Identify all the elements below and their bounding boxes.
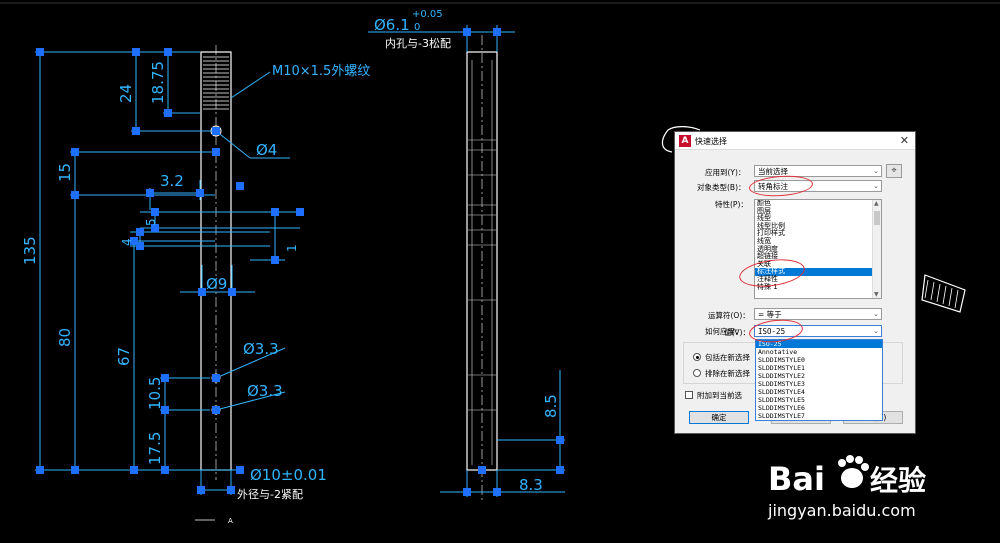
value-option[interactable]: SLDDIMSTYLE7	[758, 412, 805, 420]
apply-to-value: 当前选择	[758, 167, 788, 176]
dim-8-5: 8.5	[542, 394, 560, 418]
dim-15: 15	[56, 163, 74, 182]
value-current: ISO-25	[758, 327, 786, 336]
close-icon[interactable]: ✕	[899, 134, 909, 147]
outer-fit-note: 外径与-2紧配	[237, 488, 303, 501]
property-item[interactable]: 超链接	[757, 252, 778, 261]
value-option[interactable]: SLDDIMSTYLE0	[758, 356, 805, 364]
dim-5: 5	[144, 218, 158, 226]
property-item[interactable]: 线型	[757, 214, 771, 223]
dim-17-5: 17.5	[146, 432, 164, 465]
property-item[interactable]: 特殊 1	[757, 282, 778, 291]
property-item[interactable]: 注释性	[757, 274, 778, 283]
properties-label: 特性(P)：	[715, 200, 748, 209]
apply-to-select[interactable]: 当前选择 ⌄	[754, 165, 882, 177]
operator-value: = 等于	[758, 310, 782, 319]
dim-8-3: 8.3	[519, 476, 543, 494]
left-part-drawing[interactable]: 135 80 15 24 18.75 67 10.5 17.5 5 4 1 3.…	[21, 45, 370, 525]
chevron-down-icon: ⌄	[873, 182, 879, 190]
right-grip-handles	[463, 28, 564, 496]
append-label: 附加到当前选	[697, 391, 742, 400]
apply-to-label: 应用到(Y)：	[705, 168, 746, 177]
dim-10-5: 10.5	[146, 377, 164, 410]
chevron-down-icon: ⌄	[873, 327, 879, 335]
inner-fit-note: 内孔与-3松配	[385, 36, 451, 50]
property-item[interactable]: 图层	[757, 206, 771, 215]
left-dimension-lines	[35, 51, 300, 495]
property-item[interactable]: 打印样式	[757, 229, 785, 238]
right-part-drawing[interactable]: Ø6.1 +0.05 0 内孔与-3松配 8.5 8.3	[368, 9, 565, 500]
scroll-down-icon[interactable]: ▼	[874, 291, 879, 298]
object-type-label: 对象类型(B)：	[697, 183, 746, 192]
dim-24: 24	[117, 84, 135, 103]
value-option-selected[interactable]: ISO-25	[756, 340, 882, 348]
include-label: 包括在新选择	[705, 353, 750, 362]
dim-dia-3-3-upper: Ø3.3	[243, 340, 279, 358]
watermark-brand-cn: 经验	[870, 464, 926, 497]
tube-hatch	[468, 60, 496, 465]
properties-listbox[interactable]: 颜色 图层 线型 线型比例 打印样式 线宽 透明度 超链接 关联 标注样式 注释…	[754, 199, 882, 299]
value-option[interactable]: SLDDIMSTYLE5	[758, 396, 805, 404]
quick-select-dialog[interactable]: A 快速选择 ✕ 应用到(Y)： 当前选择 ⌄ ⌖ 对象类型(B)： 转角标注 …	[674, 131, 916, 434]
value-option[interactable]: SLDDIMSTYLE3	[758, 380, 805, 388]
view-label: A	[228, 517, 233, 525]
dim-dia-10-tol: Ø10±0.01	[250, 466, 327, 484]
background-3d-views	[661, 126, 966, 313]
property-item[interactable]: 颜色	[757, 199, 771, 207]
dim-67: 67	[115, 347, 133, 366]
dim-3-2: 3.2	[160, 172, 184, 190]
dialog-title: 快速选择	[695, 137, 727, 146]
how-apply-label: 如何应用：	[705, 327, 743, 336]
object-type-value: 转角标注	[758, 182, 788, 191]
include-radio[interactable]	[693, 353, 701, 361]
scroll-up-icon[interactable]: ▲	[874, 200, 879, 207]
left-grip-handles	[36, 48, 304, 494]
dim-dia-6-1: Ø6.1	[374, 16, 410, 34]
property-item[interactable]: 关联	[757, 259, 771, 268]
dim-tol-upper: +0.05	[412, 9, 443, 20]
append-checkbox[interactable]	[685, 391, 693, 399]
property-item[interactable]: 线宽	[757, 236, 771, 245]
dim-1: 1	[285, 244, 299, 252]
value-option[interactable]: SLDDIMSTYLE4	[758, 388, 805, 396]
chevron-down-icon: ⌄	[873, 310, 879, 318]
operator-label: 运算符(O)：	[708, 311, 750, 320]
highlight-object-type	[748, 173, 814, 199]
value-select[interactable]: ISO-25 ⌄	[754, 325, 882, 337]
dim-18-75: 18.75	[149, 61, 167, 104]
value-option[interactable]: SLDDIMSTYLE6	[758, 404, 805, 412]
value-option[interactable]: SLDDIMSTYLE2	[758, 372, 805, 380]
dim-4: 4	[120, 238, 134, 246]
dim-dia-9: Ø9	[206, 275, 227, 293]
watermark-url: jingyan.baidu.com	[767, 501, 916, 520]
chevron-down-icon: ⌄	[873, 167, 879, 175]
ok-button[interactable]: 确定	[689, 411, 749, 424]
value-option[interactable]: SLDDIMSTYLE1	[758, 364, 805, 372]
watermark-brand: Bai	[768, 460, 825, 498]
dim-dia-3-3-lower: Ø3.3	[247, 382, 283, 400]
dim-80: 80	[56, 328, 74, 347]
dim-135: 135	[21, 236, 39, 265]
exclude-label: 排除在新选择	[705, 369, 750, 378]
dim-dia-4: Ø4	[256, 141, 277, 159]
baidu-jingyan-watermark: Bai 经验 jingyan.baidu.com	[767, 455, 926, 520]
exclude-radio[interactable]	[693, 369, 701, 377]
property-item[interactable]: 透明度	[757, 244, 778, 253]
paw-icon	[838, 455, 869, 488]
select-objects-button[interactable]: ⌖	[886, 164, 902, 178]
value-option[interactable]: Annotative	[758, 348, 798, 356]
dim-tol-lower: 0	[414, 22, 420, 33]
property-item[interactable]: 线型比例	[757, 221, 785, 230]
dialog-titlebar[interactable]: A 快速选择 ✕	[675, 132, 915, 150]
object-type-select[interactable]: 转角标注 ⌄	[754, 180, 882, 192]
operator-select[interactable]: = 等于 ⌄	[754, 308, 882, 320]
value-label: 值(V)：	[724, 328, 750, 337]
value-dropdown-list[interactable]: ISO-25 Annotative SLDDIMSTYLE0 SLDDIMSTY…	[755, 339, 883, 421]
autocad-app-icon: A	[679, 135, 691, 147]
thread-note: M10×1.5外螺纹	[272, 64, 370, 79]
properties-scrollbar[interactable]: ▲ ▼	[872, 200, 881, 298]
scroll-thumb[interactable]	[874, 211, 880, 225]
property-item-selected[interactable]: 标注样式	[755, 268, 881, 276]
